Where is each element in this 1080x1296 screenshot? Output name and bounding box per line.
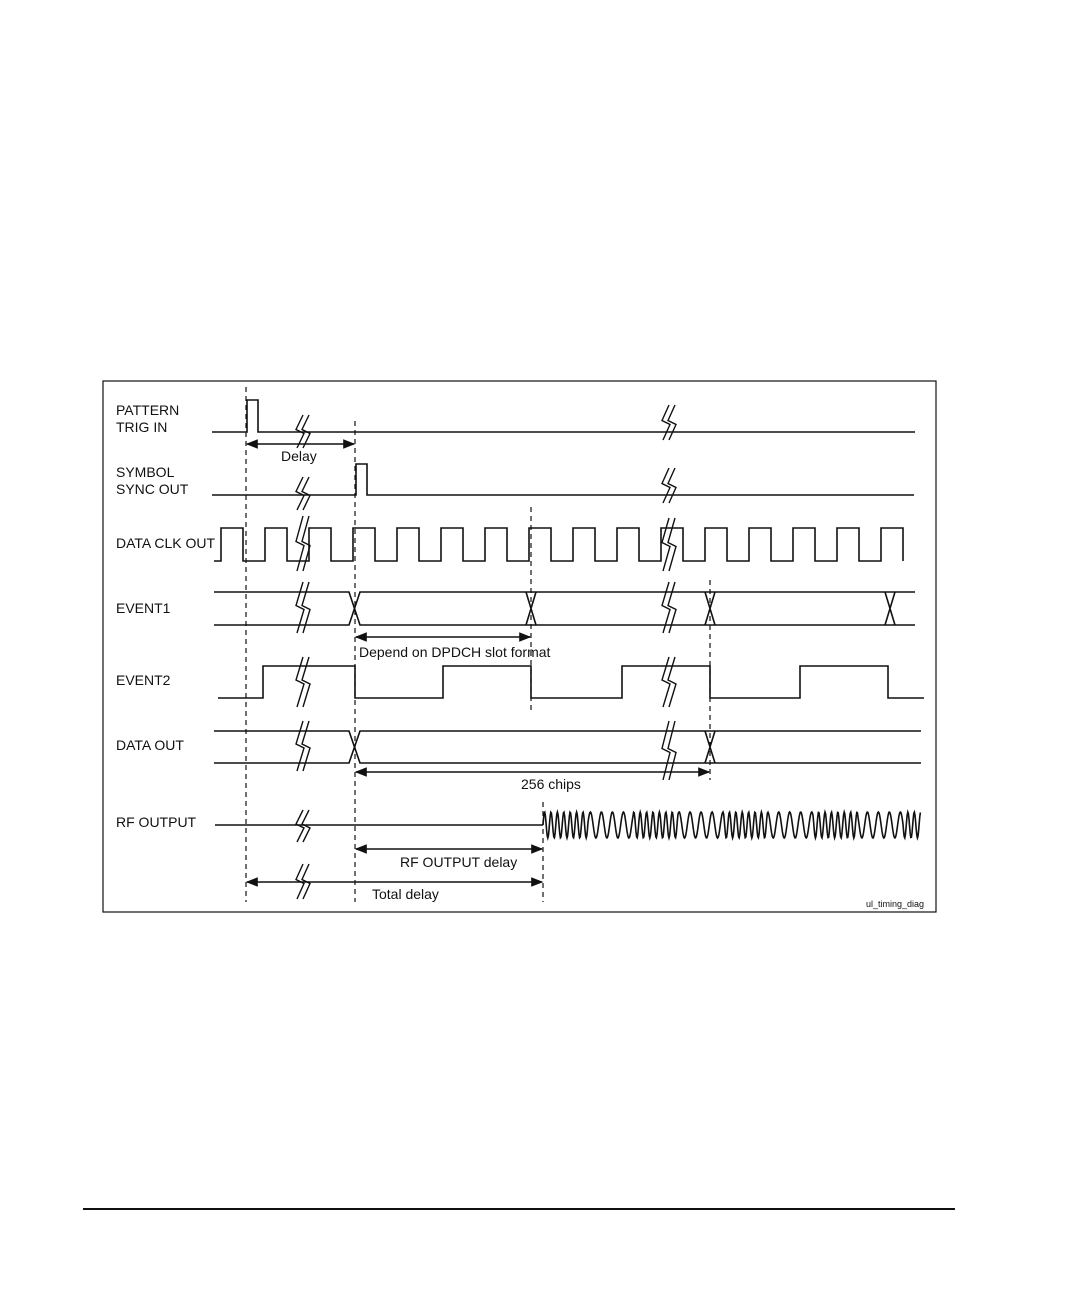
figure-file-id: ul_timing_diag: [866, 899, 924, 909]
waveform-data-out: [214, 731, 921, 763]
label-pattern-trig-in-line1: PATTERN: [116, 402, 179, 418]
label-rf-output: RF OUTPUT: [116, 814, 197, 830]
break-mark: [662, 405, 676, 440]
waveform-data-clk-out: [214, 528, 903, 561]
signal-labels: PATTERN TRIG IN SYMBOL SYNC OUT DATA CLK…: [116, 402, 216, 830]
waveform-pattern-trig-in: [212, 400, 915, 432]
annotation-total-delay: Total delay: [372, 886, 439, 902]
break-mark: [662, 468, 676, 503]
label-data-clk-out: DATA CLK OUT: [116, 535, 216, 551]
waveform-event1: [214, 592, 915, 625]
label-event1: EVENT1: [116, 600, 171, 616]
break-mark: [296, 516, 310, 571]
waveform-event2: [218, 666, 924, 698]
label-symbol-sync-out-line2: SYNC OUT: [116, 481, 189, 497]
label-symbol-sync-out-line1: SYMBOL: [116, 464, 175, 480]
waveform-symbol-sync-out: [212, 464, 914, 495]
label-pattern-trig-in-line2: TRIG IN: [116, 419, 167, 435]
break-mark: [296, 657, 310, 707]
break-mark: [662, 518, 676, 571]
annotation-256-chips: 256 chips: [521, 776, 581, 792]
annotation-delay: Delay: [281, 448, 317, 464]
label-data-out: DATA OUT: [116, 737, 184, 753]
break-mark: [662, 657, 676, 707]
label-event2: EVENT2: [116, 672, 171, 688]
break-mark: [662, 721, 676, 780]
footer-rule: [83, 1208, 955, 1210]
break-mark: [296, 810, 310, 842]
break-mark: [296, 477, 310, 510]
annotation-dpdch-slot-format: Depend on DPDCH slot format: [359, 644, 551, 660]
waveform-rf-output-modulated: [543, 812, 920, 838]
annotation-rf-output-delay: RF OUTPUT delay: [400, 854, 517, 870]
